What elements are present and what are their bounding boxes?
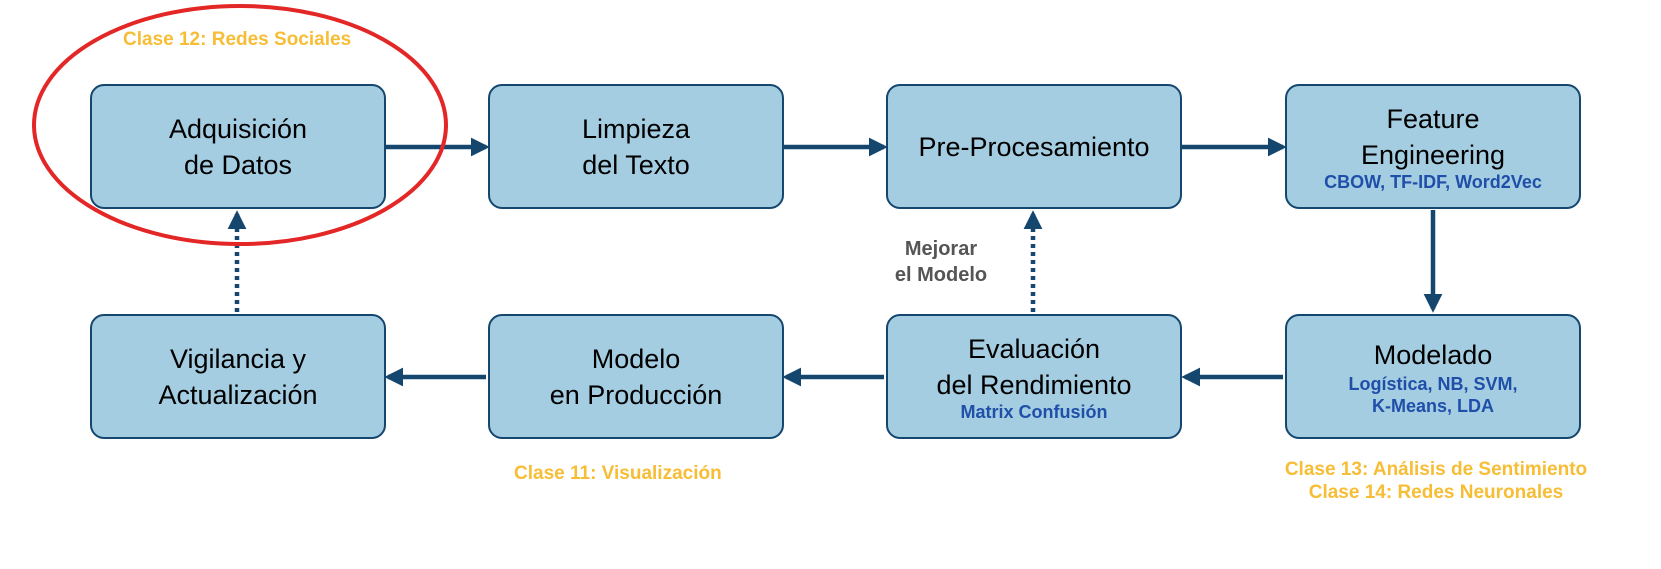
- node-evaluacion-del-rendimiento: Evaluación del Rendimiento Matrix Confus…: [886, 314, 1182, 439]
- node-modelo-en-produccion: Modelo en Producción: [488, 314, 784, 439]
- node-feature-engineering: Feature Engineering CBOW, TF-IDF, Word2V…: [1285, 84, 1581, 209]
- node-pre-procesamiento: Pre-Procesamiento: [886, 84, 1182, 209]
- node-title: Evaluación del Rendimiento: [936, 333, 1132, 400]
- node-title: Adquisición de Datos: [168, 113, 308, 180]
- annotation-clase-13-14: Clase 13: Análisis de Sentimiento Clase …: [1284, 459, 1588, 503]
- node-title: Vigilancia y Actualización: [158, 343, 318, 410]
- node-limpieza-del-texto: Limpieza del Texto: [488, 84, 784, 209]
- node-title: Feature Engineering: [1360, 103, 1506, 170]
- node-title: Modelado: [1373, 339, 1493, 370]
- highlight-ring: [32, 4, 448, 246]
- annotation-clase-11: Clase 11: Visualización: [514, 463, 722, 484]
- node-title: Limpieza del Texto: [581, 113, 691, 180]
- node-title: Pre-Procesamiento: [918, 131, 1150, 162]
- node-adquisicion-de-datos: Adquisición de Datos: [90, 84, 386, 209]
- node-title: Modelo en Producción: [549, 343, 723, 410]
- node-vigilancia-y-actualizacion: Vigilancia y Actualización: [90, 314, 386, 439]
- node-subtitle: Logística, NB, SVM, K-Means, LDA: [1348, 373, 1518, 416]
- annotation-clase-12: Clase 12: Redes Sociales: [123, 29, 352, 50]
- annotation-mejorar-el-modelo: Mejorar el Modelo: [894, 238, 988, 286]
- node-subtitle: CBOW, TF-IDF, Word2Vec: [1324, 171, 1542, 192]
- node-modelado: Modelado Logística, NB, SVM, K-Means, LD…: [1285, 314, 1581, 439]
- node-subtitle: Matrix Confusión: [960, 401, 1108, 422]
